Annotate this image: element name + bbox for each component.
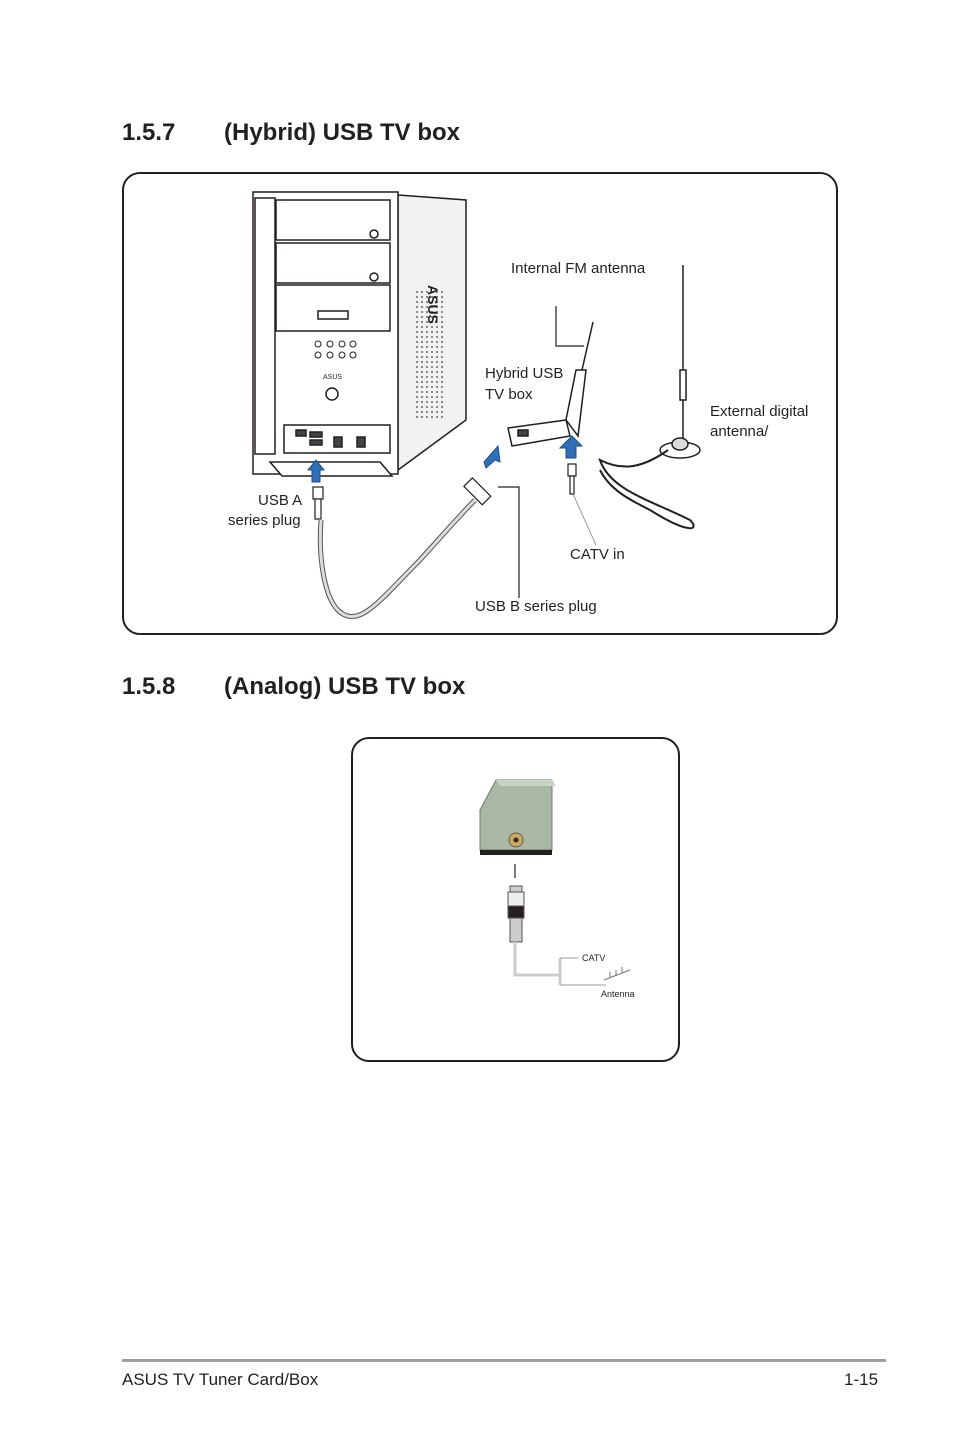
usb-a-plug-icon bbox=[312, 486, 324, 520]
label-usb-a-line1: USB A bbox=[258, 492, 303, 509]
label-external-line2: antenna/ bbox=[710, 423, 769, 440]
external-antenna-icon bbox=[659, 265, 701, 459]
usb-b-arrow-icon bbox=[483, 444, 501, 469]
section-number-1-5-7: 1.5.7 bbox=[122, 119, 176, 146]
label-usb-a-line2: series plug bbox=[228, 512, 301, 529]
hybrid-figure-frame bbox=[122, 172, 838, 635]
asus-logo-icon: ASUS bbox=[425, 285, 441, 324]
hybrid-usb-tv-box-icon bbox=[507, 321, 594, 447]
footer-rule bbox=[122, 1359, 886, 1362]
internal-fm-leader bbox=[555, 306, 584, 347]
antenna-cable-icon bbox=[598, 449, 695, 530]
analog-cable-icon bbox=[513, 942, 562, 985]
usb-b-leader bbox=[498, 486, 520, 598]
label-external-line1: External digital bbox=[710, 403, 809, 420]
catv-connector-icon bbox=[567, 463, 577, 495]
label-catv: CATV bbox=[582, 953, 606, 963]
label-hybrid-usb-line1: Hybrid USB bbox=[485, 365, 564, 382]
label-antenna: Antenna bbox=[601, 989, 635, 999]
usb-a-arrow-icon bbox=[306, 459, 326, 483]
section-title-hybrid: (Hybrid) USB TV box bbox=[224, 119, 461, 146]
catv-arrow-icon bbox=[558, 435, 584, 459]
page-number: 1-15 bbox=[844, 1370, 879, 1389]
label-catv-in: CATV in bbox=[570, 546, 625, 563]
usb-b-plug-icon bbox=[463, 477, 492, 506]
section-title-analog: (Analog) USB TV box bbox=[224, 673, 466, 700]
label-hybrid-usb-line2: TV box bbox=[485, 386, 533, 403]
label-internal-fm-antenna: Internal FM antenna bbox=[511, 260, 646, 277]
footer-title: ASUS TV Tuner Card/Box bbox=[122, 1370, 319, 1389]
pc-tower-icon bbox=[252, 191, 467, 477]
hybrid-illustration: ASUS ASUS bbox=[252, 191, 701, 620]
antenna-icon bbox=[603, 967, 631, 981]
analog-figure-frame bbox=[351, 737, 680, 1062]
label-usb-b-series-plug: USB B series plug bbox=[475, 598, 597, 615]
analog-catv-connector-icon bbox=[507, 885, 525, 943]
analog-usb-tv-box-icon bbox=[479, 779, 556, 855]
asus-front-logo-icon: ASUS bbox=[323, 374, 342, 381]
section-number-1-5-8: 1.5.8 bbox=[122, 673, 176, 700]
